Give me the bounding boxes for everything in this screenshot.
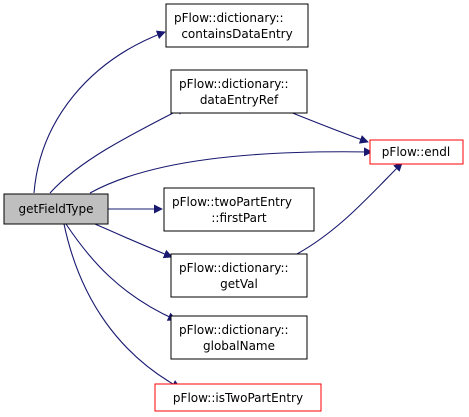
node-contains-data-entry[interactable]: pFlow::dictionary:: containsDataEntry — [165, 3, 309, 48]
edge-getval-to-endl — [296, 162, 403, 255]
node-getfieldtype[interactable]: getFieldType — [3, 193, 109, 225]
node-first-part[interactable]: pFlow::twoPartEntry ::firstPart — [163, 187, 315, 232]
node-global-name[interactable]: pFlow::dictionary:: globalName — [170, 315, 308, 360]
edges — [33, 30, 403, 389]
node-global-name-line1: pFlow::dictionary:: — [179, 323, 289, 337]
node-get-val[interactable]: pFlow::dictionary:: getVal — [170, 253, 308, 298]
node-endl-label: pFlow::endl — [382, 145, 450, 159]
edge-root-to-endl — [89, 147, 373, 194]
node-is-two-part-entry[interactable]: pFlow::isTwoPartEntry — [154, 383, 322, 412]
node-contains-data-entry-line2: containsDataEntry — [181, 27, 292, 41]
edge-root-to-globalname — [65, 223, 177, 321]
node-is-two-part-entry-label: pFlow::isTwoPartEntry — [173, 391, 303, 405]
node-get-val-line2: getVal — [220, 277, 258, 291]
edge-root-to-dataentryref — [49, 106, 186, 194]
node-first-part-line2: ::firstPart — [211, 211, 267, 225]
node-first-part-line1: pFlow::twoPartEntry — [172, 195, 292, 209]
node-global-name-line2: globalName — [203, 339, 275, 353]
node-data-entry-ref-line1: pFlow::dictionary:: — [179, 77, 289, 91]
edge-root-to-getval — [94, 223, 173, 259]
node-endl[interactable]: pFlow::endl — [369, 139, 464, 165]
edge-dataentryref-to-endl — [289, 111, 369, 144]
node-contains-data-entry-line1: pFlow::dictionary:: — [174, 11, 284, 25]
node-data-entry-ref-line2: dataEntryRef — [200, 93, 279, 107]
node-data-entry-ref[interactable]: pFlow::dictionary:: dataEntryRef — [170, 69, 308, 114]
edge-root-to-contains — [33, 30, 166, 194]
node-get-val-line1: pFlow::dictionary:: — [179, 261, 289, 275]
node-getfieldtype-label: getFieldType — [19, 202, 94, 216]
edge-root-to-istwopart — [63, 223, 181, 389]
